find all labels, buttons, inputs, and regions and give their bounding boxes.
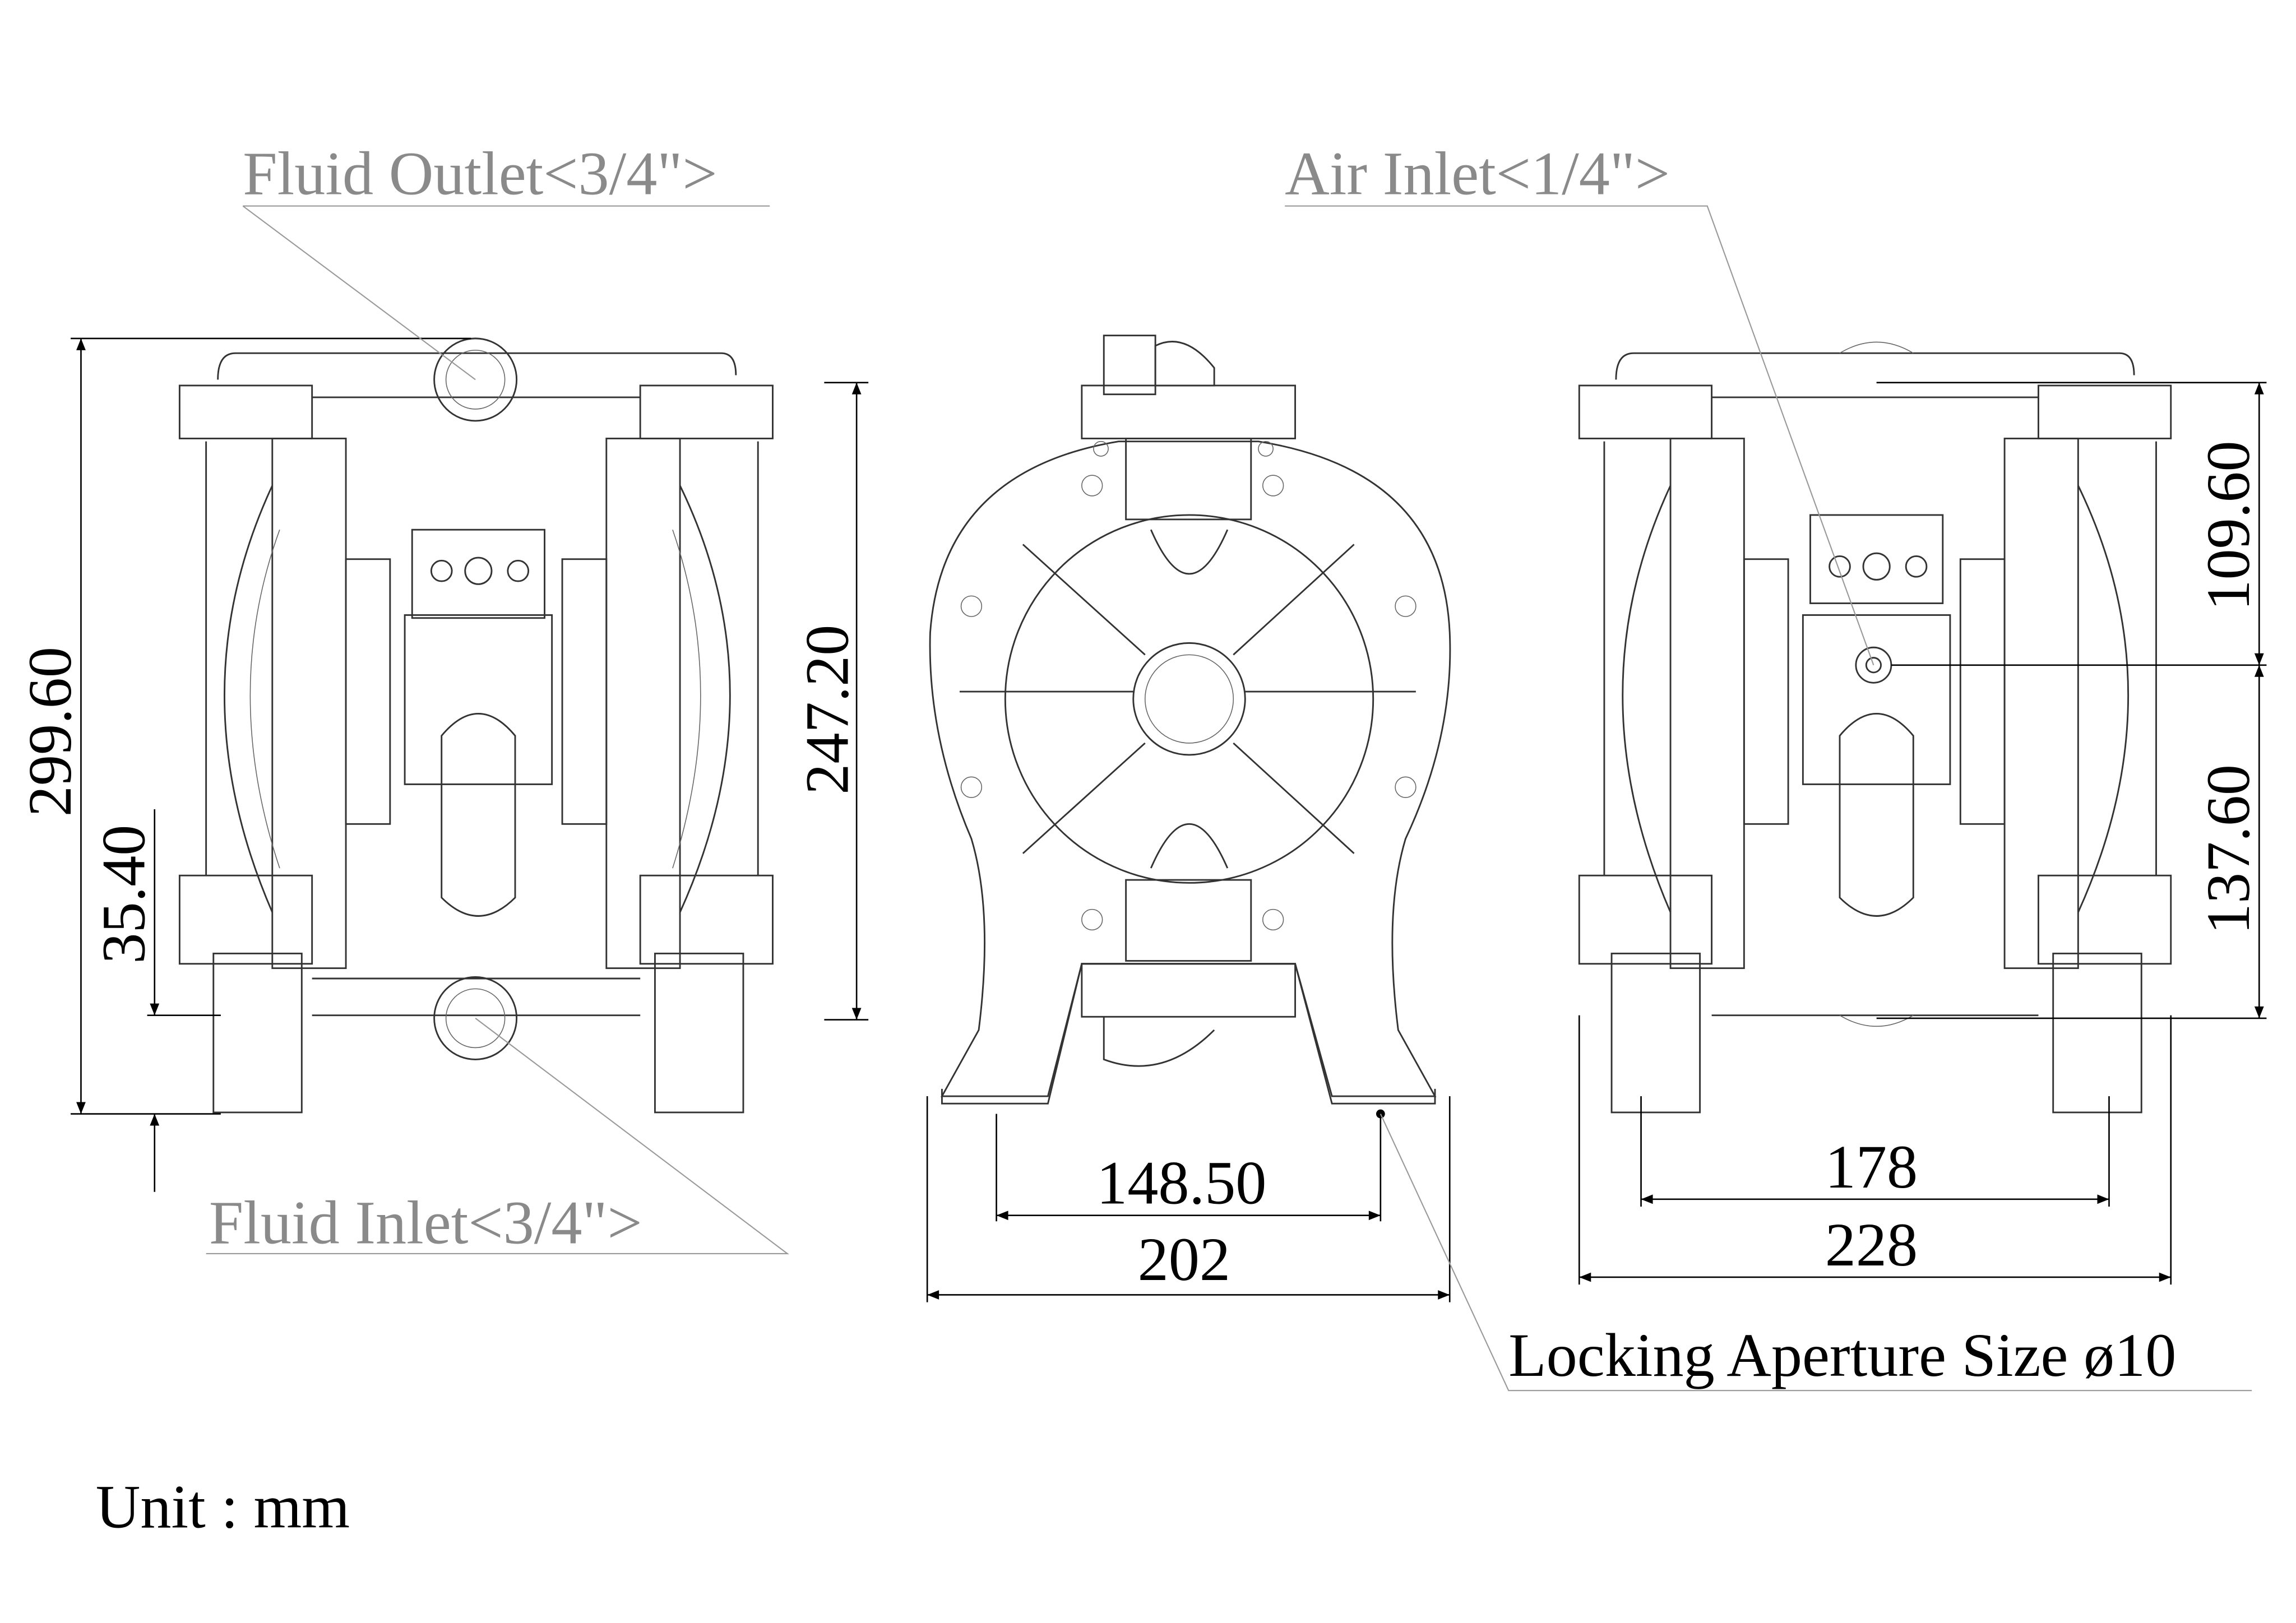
dimension-lines (71, 337, 2267, 1302)
dim-air-to-top: 109.60 (2194, 440, 2262, 610)
dim-overall-height: 299.60 (16, 647, 84, 817)
dim-back-width: 228 (1825, 1211, 1918, 1279)
dim-side-foot-inner: 148.50 (1096, 1149, 1266, 1217)
dim-air-to-bottom: 137.60 (2194, 764, 2262, 934)
unit-label: Unit : mm (96, 1472, 350, 1541)
side-view (929, 335, 1451, 1119)
fluid-outlet-label: Fluid Outlet<3/4"> (243, 140, 717, 208)
locking-aperture-label: Locking Aperture Size ø10 (1508, 1321, 2176, 1389)
leader-lines (206, 205, 2252, 1392)
dim-side-width: 202 (1138, 1225, 1230, 1293)
dim-foot-height: 35.40 (89, 825, 158, 964)
air-inlet-label: Air Inlet<1/4"> (1285, 140, 1670, 208)
back-view (1578, 341, 2172, 1114)
dim-port-spacing: 247.20 (793, 625, 861, 795)
fluid-inlet-label: Fluid Inlet<3/4"> (209, 1189, 642, 1257)
dim-back-foot-inner: 178 (1825, 1133, 1918, 1201)
front-view (178, 337, 774, 1114)
